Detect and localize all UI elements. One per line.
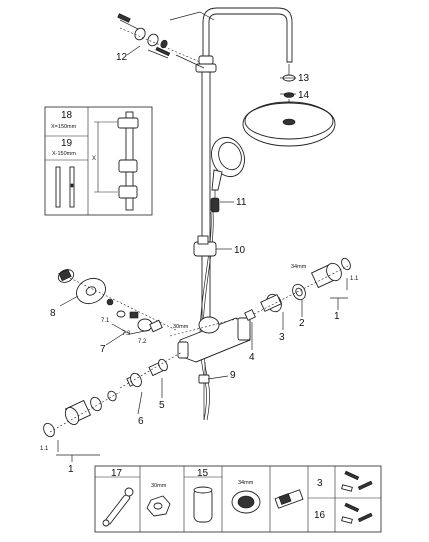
dim-30mm: 30mm xyxy=(173,324,189,330)
wall-bracket-parts xyxy=(117,11,215,69)
screws-icon-2 xyxy=(341,502,373,524)
table-30mm: 30mm xyxy=(151,483,167,489)
table-15: 15 xyxy=(197,468,209,479)
label-7-3: 7.3 xyxy=(122,331,131,337)
left-parts xyxy=(57,268,183,389)
bottom-left-parts xyxy=(43,390,121,452)
screws-icon xyxy=(341,470,373,492)
inset-sub-18: X=150mm xyxy=(51,124,77,130)
label-6: 6 xyxy=(138,416,144,427)
label-7-1: 7.1 xyxy=(101,318,110,324)
label-12: 12 xyxy=(116,52,128,63)
leader-lines xyxy=(56,45,348,462)
inset-label-19: 19 xyxy=(61,138,73,149)
label-1-1-right: 1.1 xyxy=(350,276,359,282)
dim-34mm: 34mm xyxy=(291,264,307,270)
label-4: 4 xyxy=(249,352,255,363)
table-17: 17 xyxy=(111,468,123,479)
label-14: 14 xyxy=(298,90,310,101)
label-11: 11 xyxy=(236,197,247,208)
label-5: 5 xyxy=(159,400,165,411)
table-16: 16 xyxy=(314,510,326,521)
label-7-2: 7.2 xyxy=(138,339,147,345)
label-7: 7 xyxy=(100,344,106,355)
label-2: 2 xyxy=(299,318,305,329)
table-34mm: 34mm xyxy=(238,480,254,486)
tools-table: 17 15 30mm 34mm 3 16 xyxy=(94,465,382,533)
label-1: 1 xyxy=(334,311,340,322)
label-1-left: 1 xyxy=(68,464,74,475)
label-8: 8 xyxy=(50,308,56,319)
inset-x-label: X xyxy=(92,156,96,162)
inset-label-18: 18 xyxy=(61,110,73,121)
label-13: 13 xyxy=(298,73,310,84)
inset-sub-19: X-150mm xyxy=(52,151,76,157)
right-parts xyxy=(244,257,351,321)
label-3: 3 xyxy=(279,332,285,343)
label-10: 10 xyxy=(234,245,246,256)
hand-shower xyxy=(210,136,245,213)
head-shower xyxy=(242,64,336,147)
inset-box: 18 X=150mm 19 X-150mm X xyxy=(44,106,153,216)
label-1-1-left: 1.1 xyxy=(40,446,49,452)
table-3: 3 xyxy=(317,478,323,489)
thermostat-body xyxy=(169,316,251,420)
slider xyxy=(193,235,217,257)
label-9: 9 xyxy=(230,370,236,381)
